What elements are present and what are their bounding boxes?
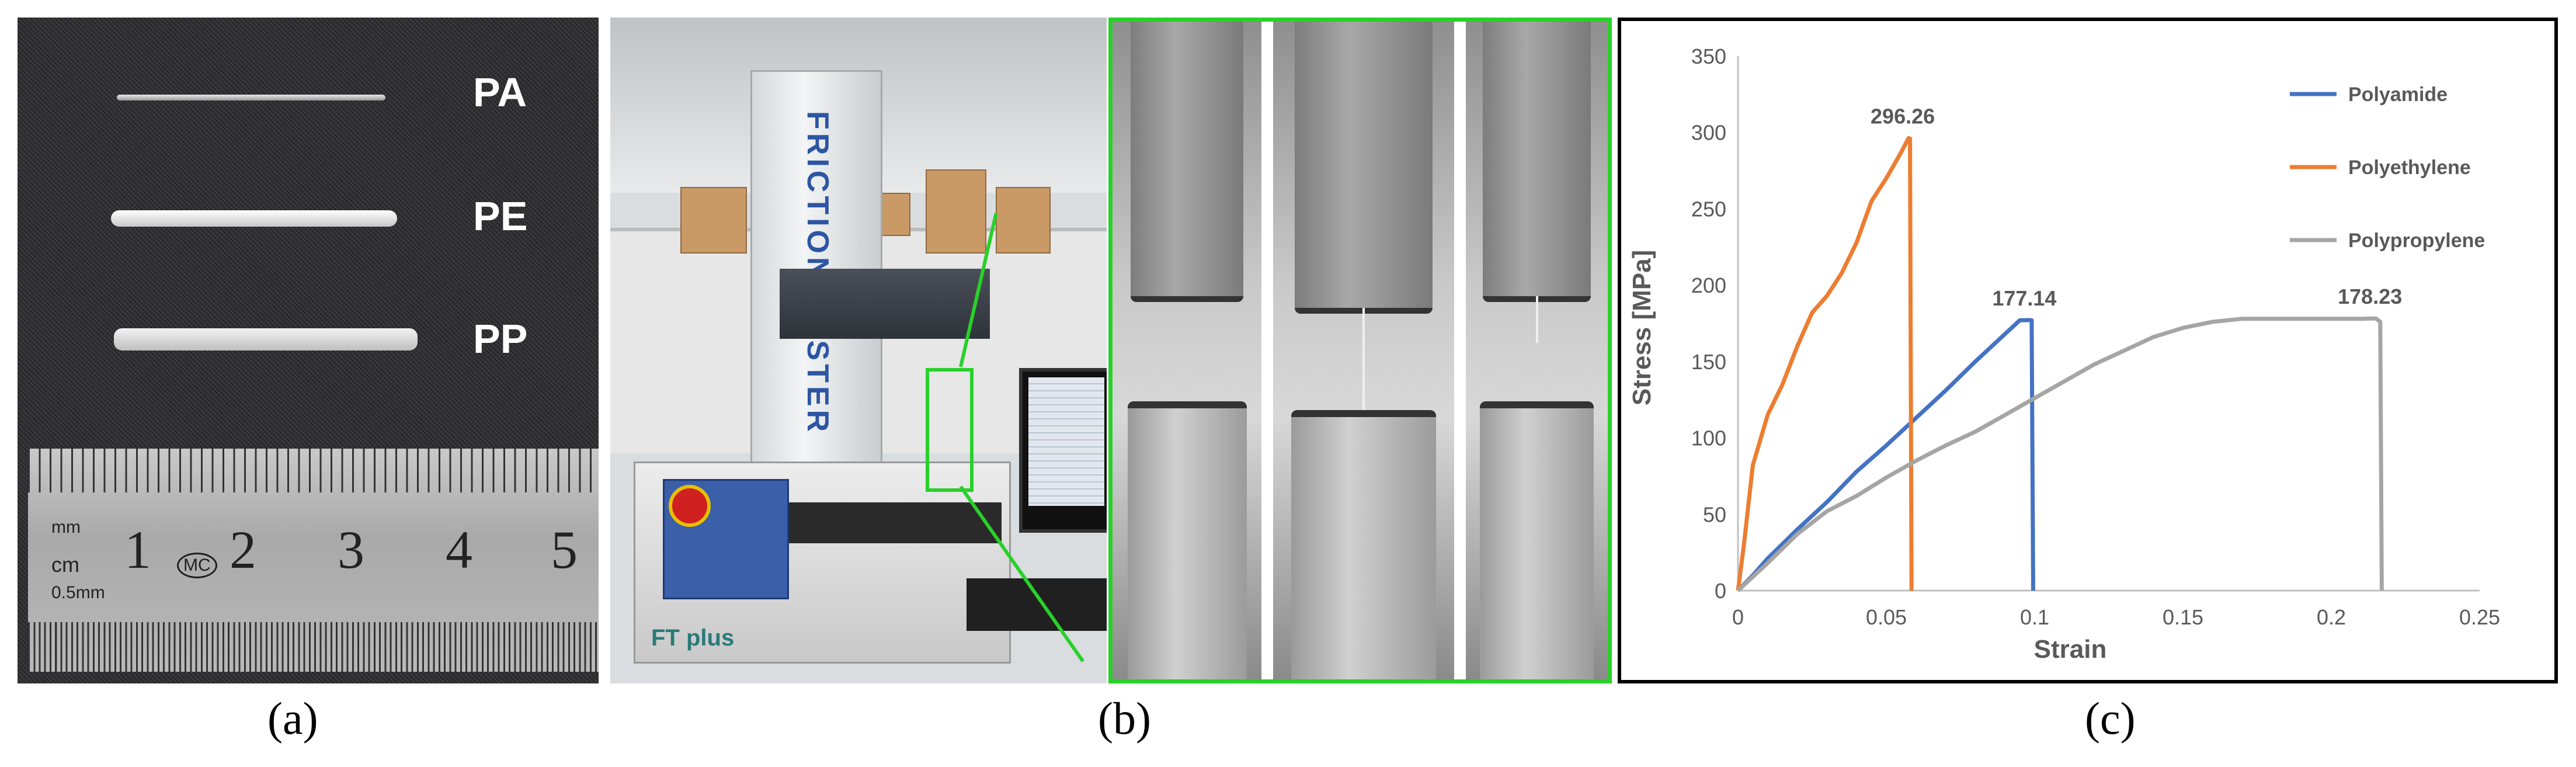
x-tick-label: 0.1	[2020, 605, 2049, 629]
fiber-label-pe: PE	[473, 193, 528, 239]
grip-photo-before	[1113, 22, 1261, 679]
ruler-bottom-ticks	[28, 622, 599, 672]
y-tick-label: 150	[1691, 350, 1726, 374]
emergency-stop-button	[669, 485, 711, 527]
ruler-top-ticks	[28, 449, 599, 492]
peak-value-label: 178.23	[2338, 284, 2402, 308]
chart-svg: 0 0.05 0.1 0.15 0.2 0.25 0 50 100 150 200 250 300 350…	[1628, 44, 2500, 664]
keyboard	[967, 578, 1107, 631]
lower-grip	[1480, 401, 1594, 679]
ruler-unit-mm: mm	[51, 518, 81, 537]
x-tick-label: 0.2	[2317, 605, 2346, 629]
ruler-unit-half-mm: 0.5mm	[51, 583, 105, 602]
fiber-label-pa: PA	[473, 70, 527, 115]
panel-label-b: (b)	[1098, 693, 1151, 744]
ruler-logo: MC	[177, 553, 217, 578]
series-line-polyamide	[1736, 318, 2035, 592]
stress-strain-chart: 0 0.05 0.1 0.15 0.2 0.25 0 50 100 150 200 250 300 350…	[1618, 18, 2558, 683]
upper-grip	[1295, 22, 1433, 314]
fiber-samples-photo: PA PE PP mm cm 0.5mm MC 1 2 3 4 5	[18, 18, 599, 683]
friction-tester-photo: FRICTION TESTER FT plus	[610, 18, 1107, 683]
grip-sequence-photos	[1108, 18, 1612, 683]
y-tick-label: 300	[1691, 121, 1726, 145]
lab-monitor	[1019, 368, 1107, 533]
tester-crosshead	[780, 269, 990, 339]
ruler-number-1: 1	[124, 520, 151, 579]
pa-fiber	[117, 95, 385, 100]
ruler-number-4: 4	[446, 520, 472, 579]
pe-fiber	[111, 210, 397, 227]
pp-fiber	[114, 328, 418, 350]
test-fiber	[1535, 296, 1538, 343]
x-tick-label: 0.05	[1866, 605, 1907, 629]
upper-grip	[1483, 22, 1591, 302]
ruler-number-5: 5	[551, 520, 578, 579]
ruler-number-2: 2	[230, 520, 256, 579]
lower-grip	[1291, 410, 1436, 679]
panel-label-c: (c)	[2085, 693, 2136, 744]
test-fiber	[1362, 308, 1365, 410]
zoom-region-box	[926, 368, 974, 492]
cardboard-box	[996, 187, 1051, 254]
legend-label: Polyamide	[2348, 84, 2448, 106]
grip-photo-after	[1466, 22, 1608, 679]
y-tick-label: 250	[1691, 197, 1726, 221]
peak-value-label: 296.26	[1871, 104, 1935, 128]
steel-ruler: mm cm 0.5mm MC 1 2 3 4 5	[28, 449, 599, 672]
panel-label-a: (a)	[267, 693, 318, 744]
peak-value-label: 177.14	[1992, 286, 2056, 310]
series-line-polyethylene	[1736, 136, 1914, 591]
x-tick-label: 0.15	[2163, 605, 2203, 629]
ruler-unit-cm: cm	[51, 553, 79, 577]
x-tick-label: 0	[1732, 605, 1744, 629]
y-tick-label: 350	[1691, 44, 1726, 68]
x-tick-label: 0.25	[2459, 605, 2500, 629]
y-axis-title: Stress [MPa]	[1628, 250, 1656, 406]
legend-label: Polypropylene	[2348, 230, 2485, 252]
y-tick-label: 50	[1703, 502, 1726, 526]
grip-photo-during	[1273, 22, 1454, 679]
cardboard-box	[680, 187, 747, 254]
monitor-screen	[1028, 377, 1104, 506]
brand-label: FT plus	[651, 625, 735, 651]
legend-label: Polyethylene	[2348, 157, 2471, 179]
fiber-label-pp: PP	[473, 316, 528, 362]
y-tick-label: 200	[1691, 273, 1726, 297]
cardboard-box	[926, 169, 986, 254]
lower-grip	[1127, 401, 1247, 679]
photo-divider	[1261, 22, 1273, 679]
ruler-number-3: 3	[338, 520, 364, 579]
y-tick-label: 0	[1715, 579, 1726, 603]
x-axis-title: Strain	[2034, 635, 2107, 664]
upper-grip	[1130, 22, 1244, 302]
y-tick-label: 100	[1691, 426, 1726, 450]
series-line-polypropylene	[1736, 316, 2384, 592]
photo-divider	[1454, 22, 1466, 679]
